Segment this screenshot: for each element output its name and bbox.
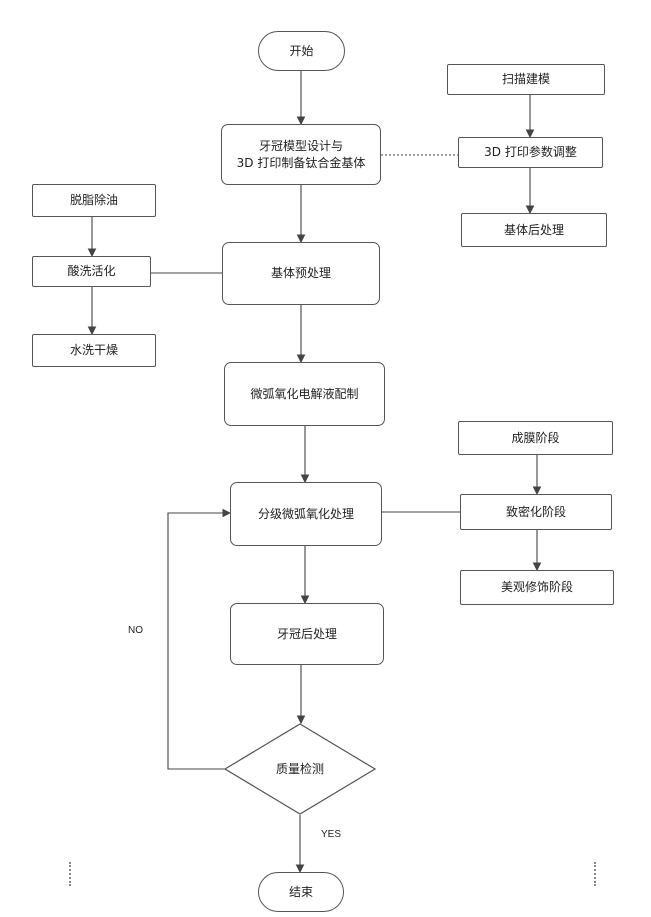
start-label: 开始 [289,43,313,60]
film-stage-node: 成膜阶段 [458,421,613,455]
yes-label: YES [321,829,341,840]
crown-design-label-line1: 牙冠模型设计与 [259,138,343,155]
water-dry-label: 水洗干燥 [70,342,118,359]
graded-mao-label: 分级微弧氧化处理 [258,506,354,523]
crown-design-label-line2: 3D 打印制备钛合金基体 [237,155,366,172]
acid-activate-label: 酸洗活化 [67,263,115,280]
print-params-node: 3D 打印参数调整 [458,137,603,168]
aesthetic-stage-label: 美观修饰阶段 [501,579,573,596]
no-label: NO [128,625,143,636]
quality-check-label: 质量检测 [276,761,324,778]
water-dry-node: 水洗干燥 [32,334,156,367]
substrate-pre-node: 基体预处理 [222,242,380,305]
crown-post-node: 牙冠后处理 [230,603,384,665]
crown-design-node: 牙冠模型设计与 3D 打印制备钛合金基体 [221,124,381,185]
electrolyte-label: 微弧氧化电解液配制 [250,386,358,403]
no-feedback-loop [168,513,230,769]
graded-mao-node: 分级微弧氧化处理 [230,482,382,546]
dense-stage-label: 致密化阶段 [506,504,566,521]
degrease-node: 脱脂除油 [32,184,156,217]
dotted-mark-left [69,862,73,886]
film-stage-label: 成膜阶段 [511,430,559,447]
acid-activate-node: 酸洗活化 [32,256,151,287]
substrate-post-label: 基体后处理 [504,222,564,239]
quality-check-label-box: 质量检测 [244,755,356,783]
crown-post-label: 牙冠后处理 [277,626,337,643]
substrate-pre-label: 基体预处理 [271,265,331,282]
substrate-post-node: 基体后处理 [461,213,607,247]
end-label: 结束 [289,884,313,901]
electrolyte-node: 微弧氧化电解液配制 [224,362,385,426]
print-params-label: 3D 打印参数调整 [484,144,577,161]
start-node: 开始 [258,31,345,71]
dotted-mark-right [594,862,598,886]
scan-model-label: 扫描建模 [502,71,550,88]
scan-model-node: 扫描建模 [447,64,605,95]
degrease-label: 脱脂除油 [70,192,118,209]
end-node: 结束 [258,872,344,912]
dense-stage-node: 致密化阶段 [460,494,612,530]
aesthetic-stage-node: 美观修饰阶段 [460,570,614,605]
